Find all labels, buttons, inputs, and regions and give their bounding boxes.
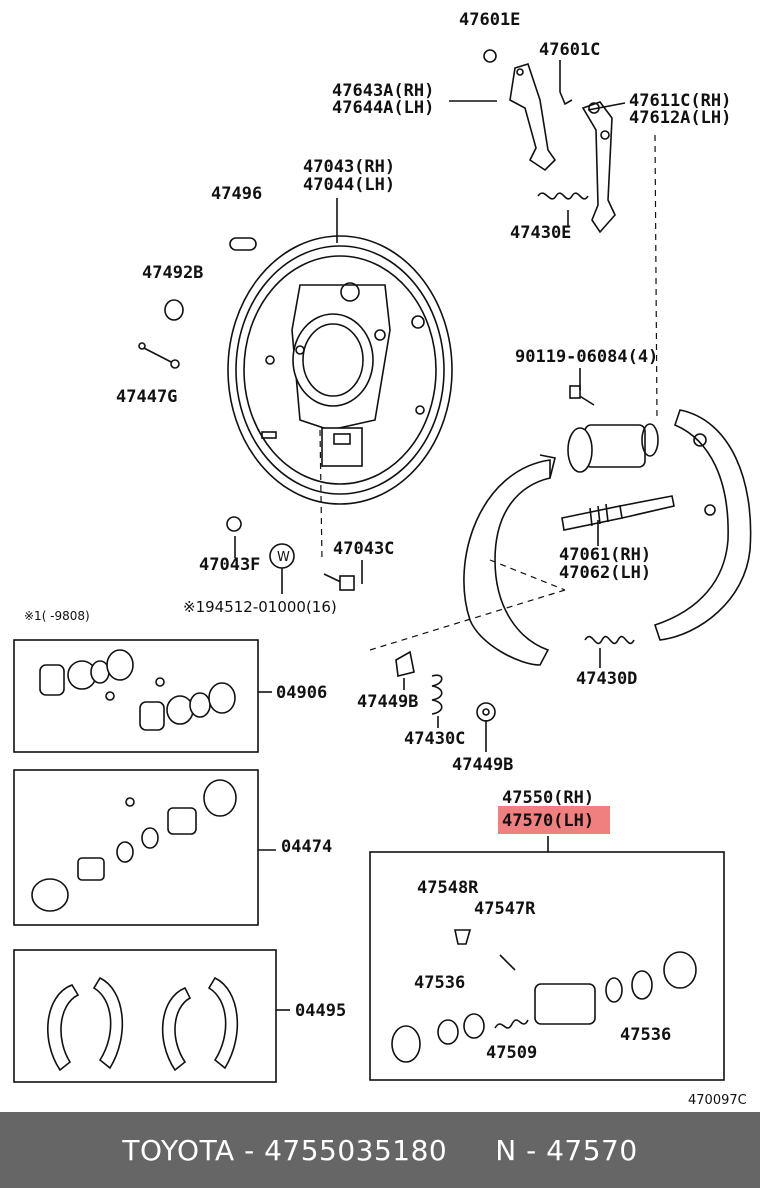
label-47547R: 47547R <box>474 899 536 919</box>
label-47449B-lower: 47449B <box>452 755 513 775</box>
label-47449B-upper: 47449B <box>357 692 418 712</box>
spring-47430C <box>431 674 443 715</box>
retainer-47449B-upper <box>395 650 415 677</box>
clip-47601C <box>559 91 573 106</box>
label-47509: 47509 <box>486 1043 537 1063</box>
label-04474: 04474 <box>281 837 332 857</box>
label-47430D: 47430D <box>576 669 637 689</box>
label-47611C: 47611C(RH) <box>629 91 731 111</box>
label-47043F: 47043F <box>199 555 260 575</box>
label-47550: 47550(RH) <box>502 788 594 808</box>
label-47043C: 47043C <box>333 539 394 559</box>
retainer-47449B-lower <box>476 702 496 722</box>
plug-47492B <box>164 299 184 321</box>
parking-brake-bracket <box>509 63 557 172</box>
label-04906: 04906 <box>276 683 327 703</box>
bolt-90119 <box>569 385 595 406</box>
strut-47447G <box>138 342 180 369</box>
label-94512: ※194512-01000(16) <box>183 598 337 616</box>
box-04495 <box>13 949 290 1083</box>
label-47062: 47062(LH) <box>559 563 651 583</box>
label-47548R: 47548R <box>417 878 479 898</box>
label-47601C: 47601C <box>539 40 600 60</box>
label-47643A: 47643A(RH) <box>332 81 434 101</box>
label-04495: 04495 <box>295 1001 346 1021</box>
label-note: ※1( -9808) <box>24 609 90 623</box>
label-47043: 47043(RH) <box>303 157 395 177</box>
label-47492B: 47492B <box>142 263 203 283</box>
box-04906 <box>13 639 272 753</box>
label-47430E: 47430E <box>510 223 571 243</box>
plug-47043F <box>226 516 242 532</box>
label-47601E: 47601E <box>459 10 520 30</box>
parking-brake-lever <box>581 101 616 234</box>
spring-47430D <box>584 635 635 645</box>
footer-bar: TOYOTA - 4755035180 N - 47570 <box>0 1112 760 1188</box>
label-47644A: 47644A(LH) <box>332 98 434 118</box>
box-47550-kit <box>369 836 725 1081</box>
label-47430C: 47430C <box>404 729 465 749</box>
highlight-47570 <box>498 806 610 834</box>
bolt-47043C <box>323 573 355 591</box>
box-04474 <box>13 769 276 926</box>
label-47612A: 47612A(LH) <box>629 108 731 128</box>
label-W: W <box>277 550 290 565</box>
backing-plate <box>227 235 453 505</box>
plug-47496 <box>229 237 257 251</box>
label-47447G: 47447G <box>116 387 177 407</box>
label-47570: 47570(LH) <box>502 811 594 831</box>
footer-short-number: N - 47570 <box>495 1133 638 1167</box>
parts-diagram: 47601E 47601C 47643A(RH) 47644A(LH) 4761… <box>13 10 752 1108</box>
label-47061: 47061(RH) <box>559 545 651 565</box>
label-47496: 47496 <box>211 184 262 204</box>
adjuster-47061 <box>561 495 675 531</box>
label-90119: 90119-06084(4) <box>515 347 658 367</box>
diagram-code: 470097C <box>688 1093 747 1108</box>
part-labels: 47601E 47601C 47643A(RH) 47644A(LH) 4761… <box>24 10 747 1108</box>
brake-shoe-left <box>463 454 556 666</box>
clip-47601E <box>483 49 497 63</box>
label-47044: 47044(LH) <box>303 175 395 195</box>
label-47536-right: 47536 <box>620 1025 671 1045</box>
brake-shoe-right <box>653 409 752 641</box>
spring-47430E <box>537 192 589 200</box>
label-47536-left: 47536 <box>414 973 465 993</box>
footer-part-number: TOYOTA - 4755035180 <box>122 1133 448 1167</box>
wheel-cylinder <box>567 423 659 473</box>
